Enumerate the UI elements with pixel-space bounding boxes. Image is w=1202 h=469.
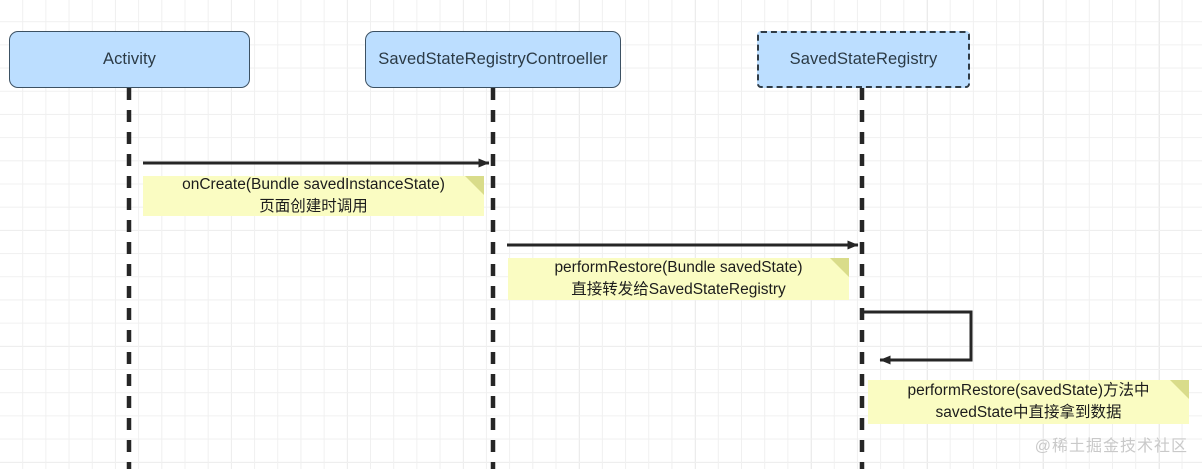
note-perform-restore[interactable]: performRestore(Bundle savedState) 直接转发给S…: [508, 258, 849, 300]
message-arrow-perform-restore-self: [864, 310, 973, 365]
participant-saved-state-registry[interactable]: SavedStateRegistry: [757, 31, 970, 88]
participant-label: SavedStateRegistryControeller: [378, 50, 608, 68]
note-on-create[interactable]: onCreate(Bundle savedInstanceState) 页面创建…: [143, 176, 484, 216]
note-fold-icon: [465, 176, 484, 195]
note-perform-restore-self[interactable]: performRestore(savedState)方法中 savedState…: [868, 380, 1189, 424]
note-line: savedState中直接拿到数据: [935, 404, 1122, 421]
note-line: 直接转发给SavedStateRegistry: [571, 281, 786, 298]
note-line: onCreate(Bundle savedInstanceState): [182, 176, 445, 193]
participant-saved-state-registry-controller[interactable]: SavedStateRegistryControeller: [365, 31, 621, 88]
note-fold-icon: [830, 258, 849, 277]
note-line: performRestore(Bundle savedState): [554, 259, 803, 276]
participant-label: Activity: [102, 50, 157, 68]
note-fold-icon: [1170, 380, 1189, 399]
note-line: performRestore(savedState)方法中: [907, 382, 1150, 399]
watermark: @稀土掘金技术社区: [1034, 438, 1188, 455]
note-line: 页面创建时调用: [259, 198, 368, 215]
participant-activity[interactable]: Activity: [9, 31, 250, 88]
participant-label: SavedStateRegistry: [789, 50, 938, 68]
